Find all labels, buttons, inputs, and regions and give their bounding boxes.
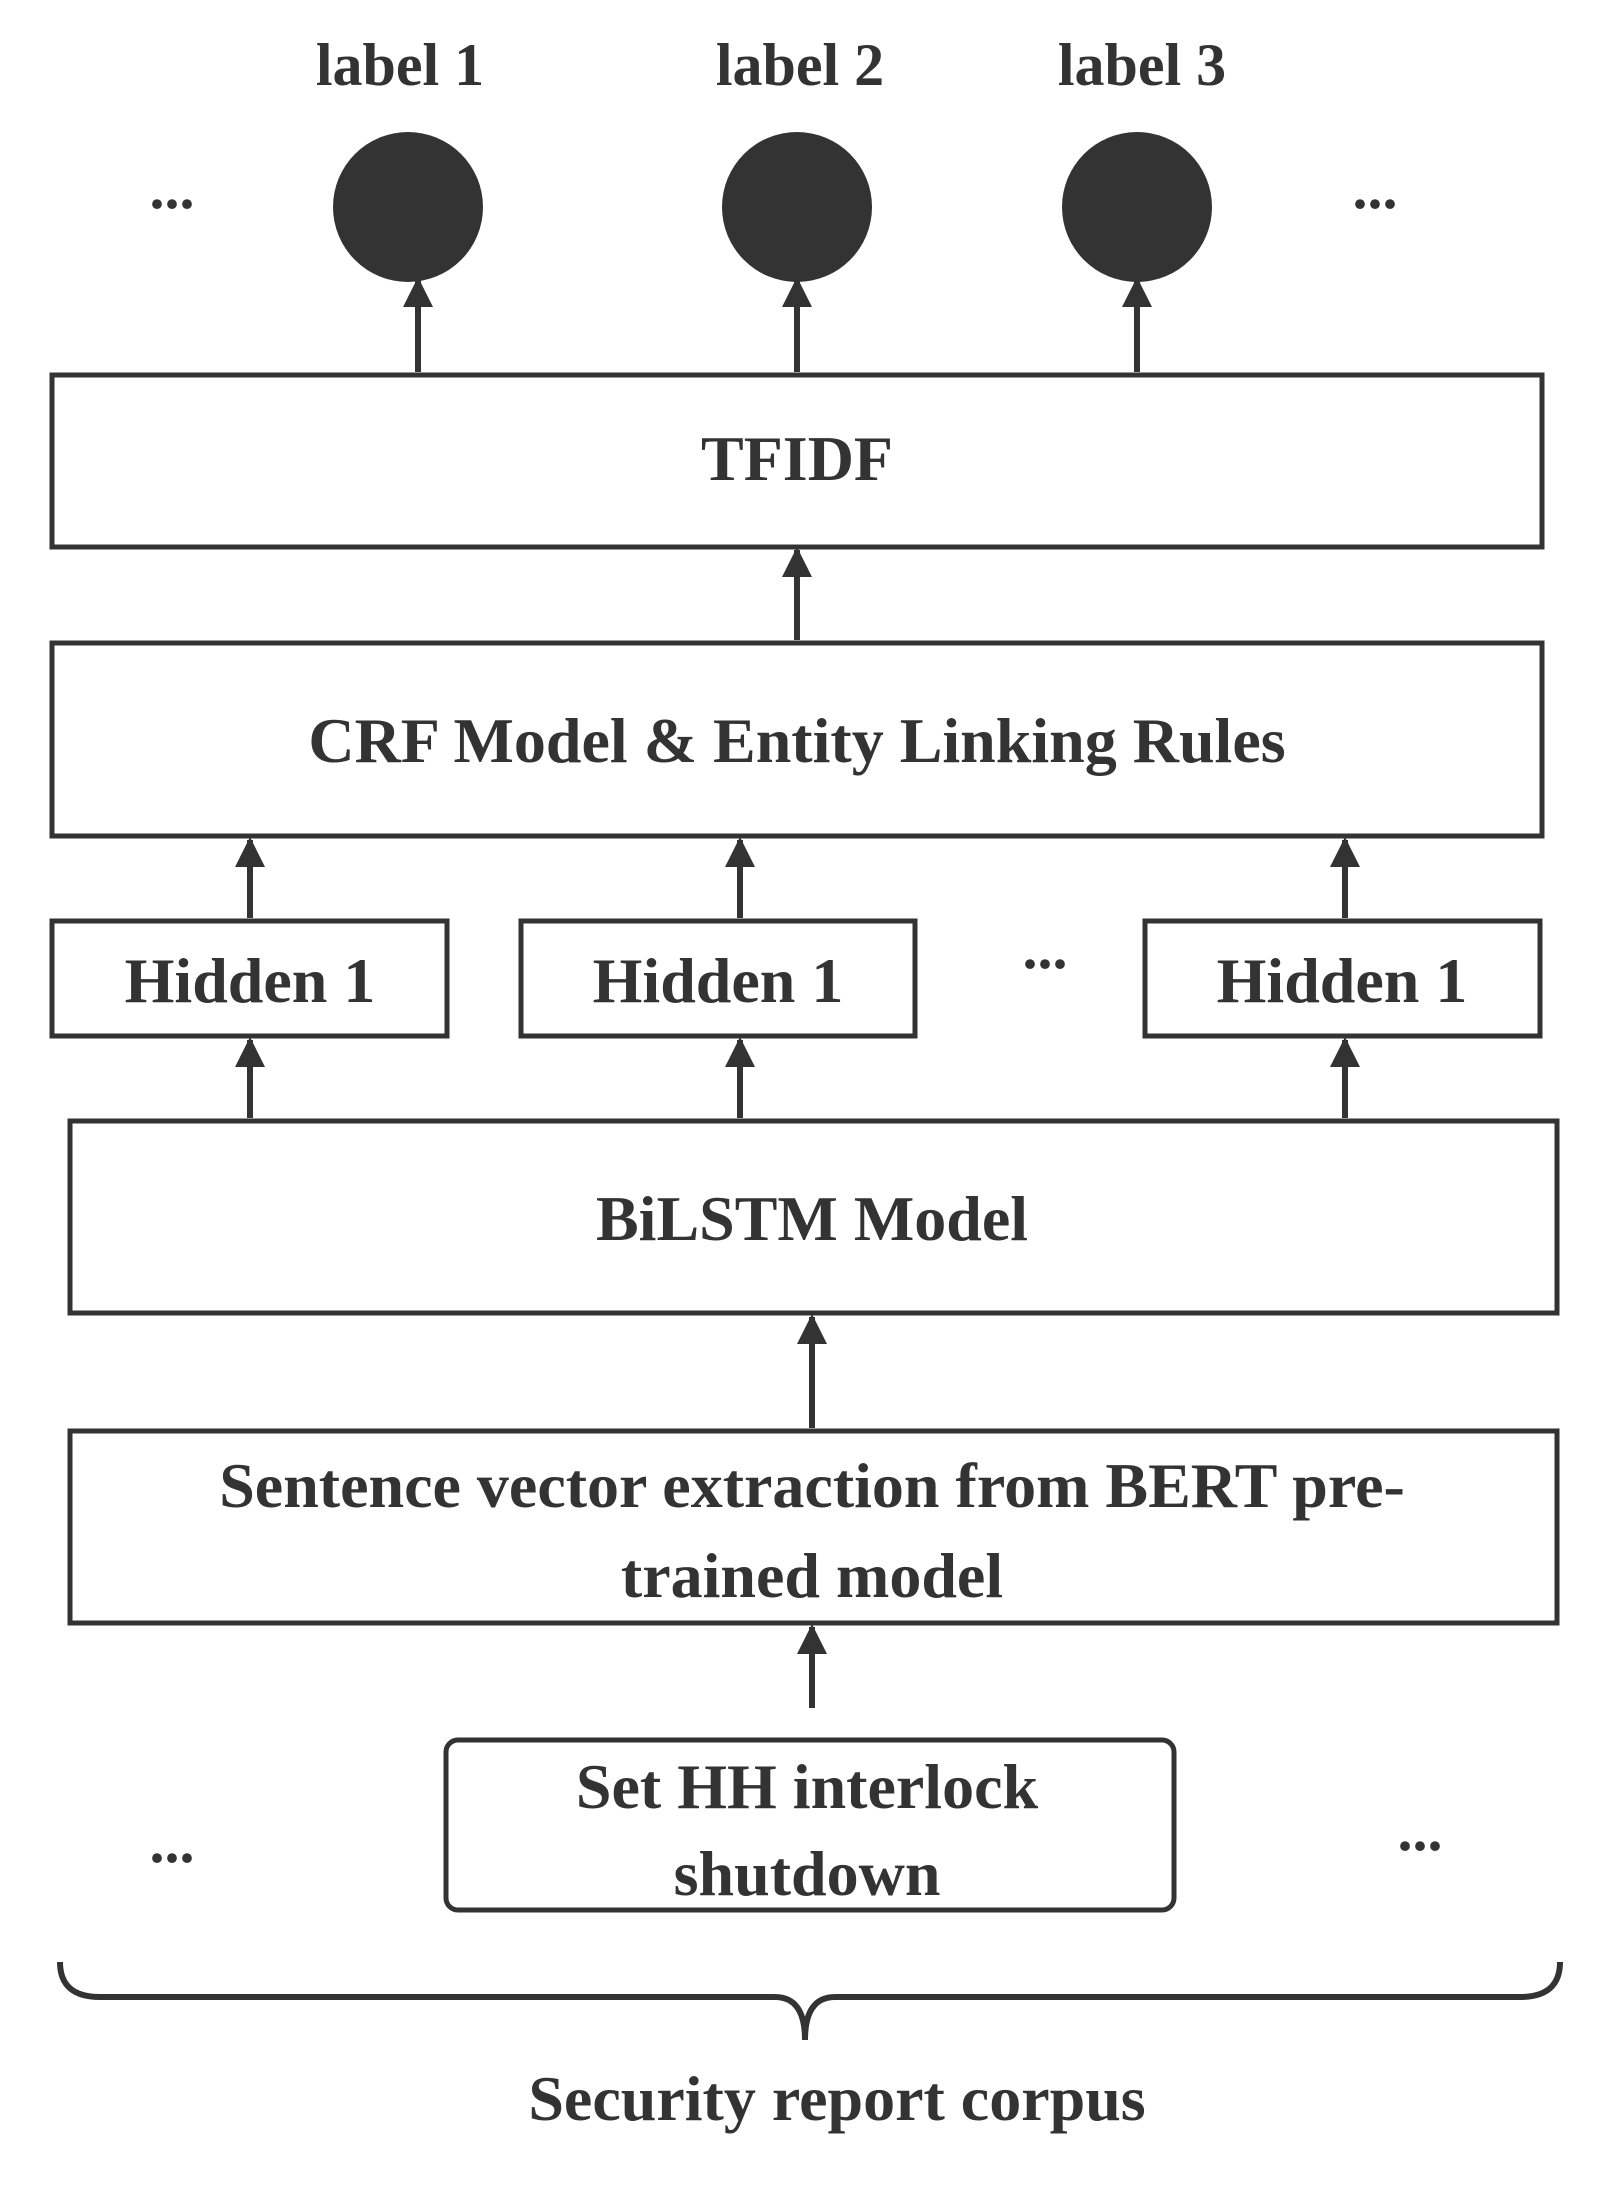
input-sentence-line-1: Set HH interlock — [576, 1751, 1039, 1822]
tfidf-label: TFIDF — [701, 423, 893, 494]
hidden-label-2: Hidden 1 — [593, 945, 844, 1016]
output-node-3 — [1062, 132, 1212, 282]
crf-label: CRF Model & Entity Linking Rules — [308, 705, 1285, 776]
ellipsis-top-right: ... — [1353, 155, 1398, 221]
bilstm-box — [67, 1118, 1560, 1316]
crf-box — [49, 640, 1545, 839]
corpus-brace — [57, 1961, 1563, 2041]
hidden-box-2 — [518, 918, 918, 1039]
input-sentence-line-2: shutdown — [674, 1838, 941, 1909]
bert-box — [67, 1428, 1560, 1626]
ellipsis-bottom-left: ... — [150, 1809, 195, 1875]
corpus-label: Security report corpus — [528, 2063, 1145, 2134]
output-node-1 — [333, 132, 483, 282]
ellipsis-hidden: ... — [1023, 915, 1068, 981]
bert-label-line-2: trained model — [621, 1540, 1003, 1611]
tfidf-box — [49, 372, 1545, 550]
label-2-text: label 2 — [716, 32, 884, 98]
hidden-label-3: Hidden 1 — [1217, 945, 1468, 1016]
ellipsis-bottom-right: ... — [1398, 1797, 1443, 1863]
label-1-text: label 1 — [316, 32, 484, 98]
hidden-label-1: Hidden 1 — [125, 945, 376, 1016]
input-sentence-box — [443, 1737, 1177, 1913]
output-node-2 — [722, 132, 872, 282]
bilstm-label: BiLSTM Model — [596, 1183, 1028, 1254]
hidden-box-3 — [1142, 918, 1543, 1039]
bert-label-line-1: Sentence vector extraction from BERT pre… — [219, 1450, 1405, 1521]
hidden-box-1 — [49, 918, 450, 1039]
ellipsis-top-left: ... — [150, 155, 195, 221]
label-3-text: label 3 — [1058, 32, 1226, 98]
